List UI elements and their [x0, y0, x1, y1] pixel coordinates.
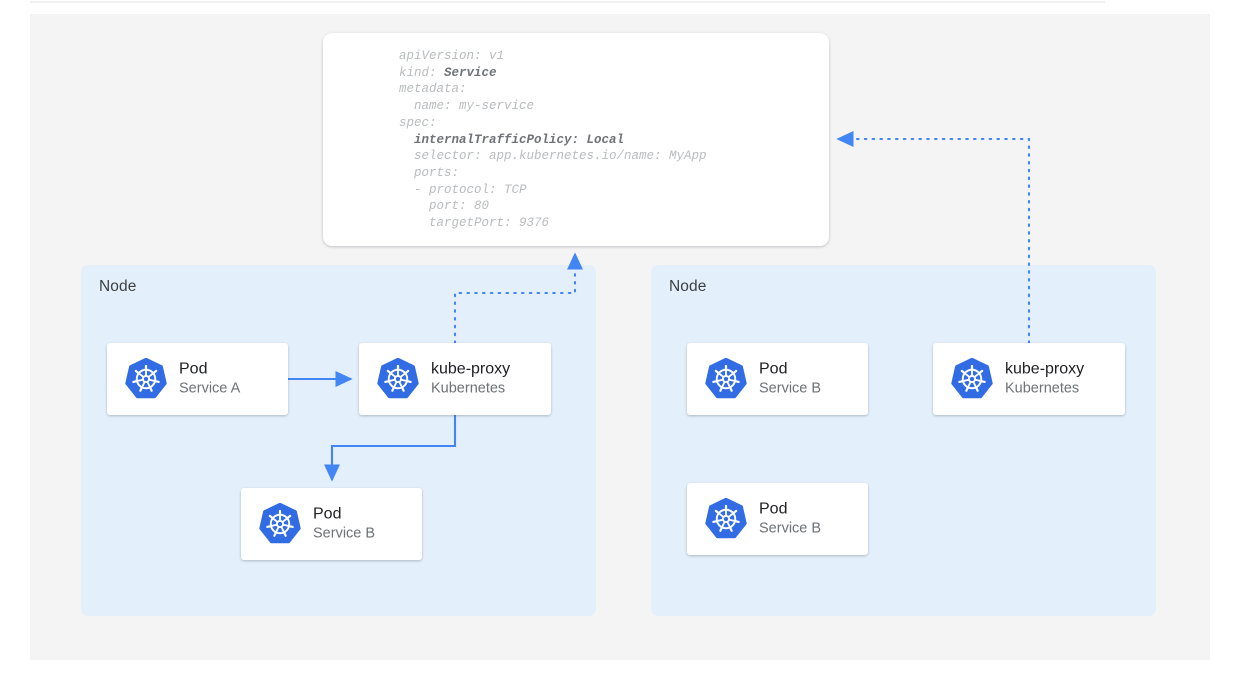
manifest-line: metadata:	[399, 82, 467, 97]
card-title: Pod	[759, 360, 788, 378]
card-title: kube-proxy	[431, 360, 511, 378]
card-title: kube-proxy	[1005, 360, 1085, 378]
manifest-line: targetPort: 9376	[399, 216, 550, 231]
kubernetes-logo-icon	[377, 357, 419, 400]
service-manifest-text: apiVersion: v1 kind: Service metadata: nam…	[399, 48, 707, 232]
manifest-line: internalTrafficPolicy: Local	[399, 132, 625, 147]
card-title: Pod	[313, 505, 342, 523]
card-pod-service-a[interactable]: Pod Service A	[107, 343, 288, 415]
manifest-line: kind: Service	[399, 65, 497, 80]
kubernetes-logo-icon	[705, 357, 747, 400]
manifest-line: apiVersion: v1	[399, 49, 505, 63]
kubernetes-logo-icon	[705, 497, 747, 540]
card-subtitle: Service B	[759, 520, 822, 537]
top-divider	[30, 1, 1105, 3]
manifest-line: selector: app.kubernetes.io/name: MyApp	[399, 149, 707, 164]
card-pod-service-b-right-top[interactable]: Pod Service B	[687, 343, 868, 415]
card-pod-service-b-left[interactable]: Pod Service B	[241, 488, 422, 560]
manifest-line: port: 80	[399, 199, 490, 214]
manifest-line: name: my-service	[399, 99, 535, 114]
card-title: Pod	[179, 360, 208, 378]
kubernetes-logo-icon	[259, 502, 301, 545]
manifest-line: - protocol: TCP	[399, 182, 527, 197]
manifest-line: spec:	[399, 115, 437, 130]
manifest-line: ports:	[399, 165, 460, 180]
card-kube-proxy-left[interactable]: kube-proxy Kubernetes	[359, 343, 551, 415]
card-title: Pod	[759, 500, 788, 518]
card-subtitle: Service B	[759, 380, 822, 397]
kubernetes-logo-icon	[125, 357, 167, 400]
card-subtitle: Service A	[179, 380, 241, 397]
card-pod-service-b-right-bottom[interactable]: Pod Service B	[687, 483, 868, 555]
card-subtitle: Kubernetes	[431, 380, 506, 397]
card-kube-proxy-right[interactable]: kube-proxy Kubernetes	[933, 343, 1125, 415]
node-label-left: Node	[99, 278, 137, 295]
kubernetes-logo-icon	[951, 357, 993, 400]
node-label-right: Node	[669, 278, 707, 295]
node-box-left: Node	[81, 265, 596, 616]
card-subtitle: Kubernetes	[1005, 380, 1080, 397]
card-subtitle: Service B	[313, 525, 376, 542]
service-manifest-card: apiVersion: v1 kind: Service metadata: nam…	[323, 33, 829, 246]
node-box-right: Node	[651, 265, 1156, 616]
